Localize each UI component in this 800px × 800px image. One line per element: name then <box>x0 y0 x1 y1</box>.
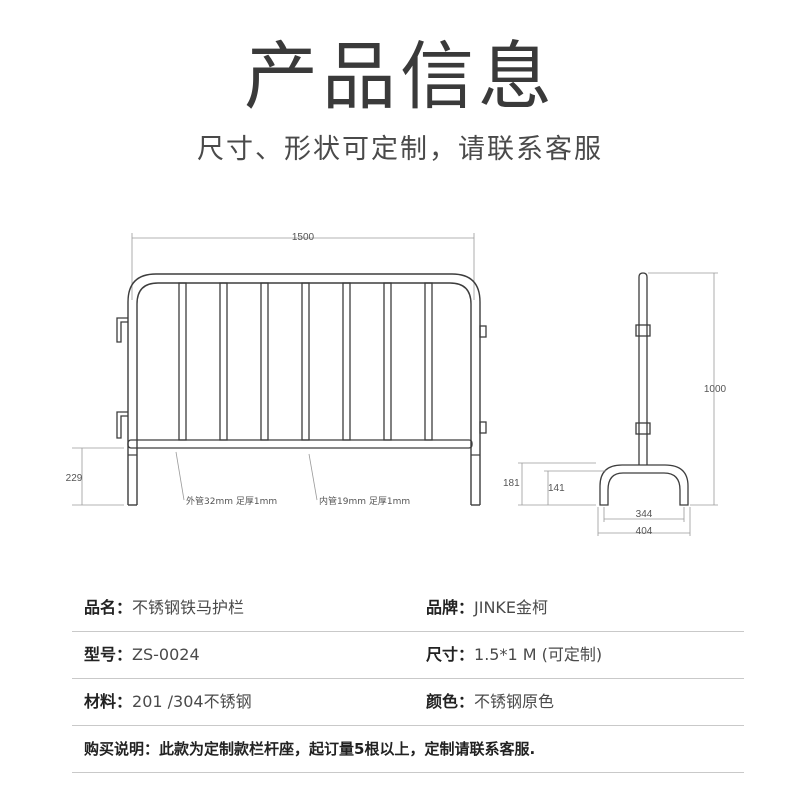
leg-height-label: 229 <box>66 473 83 484</box>
purchase-note: 购买说明：此款为定制款栏杆座，起订量5根以上，定制请联系客服. <box>72 726 744 773</box>
inner-base-height-label: 141 <box>548 483 565 494</box>
base-height-label: 181 <box>503 478 520 489</box>
outer-tube-note: 外管32mm 足厚1mm <box>186 495 277 507</box>
spec-label-brand: 品牌： <box>426 598 475 617</box>
spec-label-size: 尺寸： <box>426 645 475 664</box>
spec-table: 品名：不锈钢铁马护栏 品牌：JINKE金柯 型号：ZS-0024 尺寸：1.5*… <box>72 585 744 773</box>
side-height-dimension <box>648 272 718 506</box>
inner-bars <box>178 282 433 441</box>
base-width-label: 404 <box>636 526 653 537</box>
spec-label-color: 颜色： <box>426 692 475 711</box>
side-base <box>599 464 689 506</box>
spec-value-model: ZS-0024 <box>132 645 200 664</box>
spec-row: 品名：不锈钢铁马护栏 品牌：JINKE金柯 <box>72 585 744 632</box>
spec-value-brand: JINKE金柯 <box>474 598 549 617</box>
spec-row: 型号：ZS-0024 尺寸：1.5*1 M (可定制) <box>72 632 744 679</box>
inner-base-width-label: 344 <box>636 509 653 520</box>
side-height-label: 1000 <box>704 384 727 395</box>
front-view: 1500 <box>66 232 487 507</box>
spec-value-color: 不锈钢原色 <box>474 692 555 711</box>
spec-label-material: 材料： <box>84 692 133 711</box>
inner-tube-note: 内管19mm 足厚1mm <box>319 495 410 507</box>
spec-value-material: 201 /304不锈钢 <box>132 692 252 711</box>
bottom-rail <box>127 439 473 449</box>
leg-height-dimension <box>72 447 124 506</box>
base-width-dimension <box>597 507 691 536</box>
side-view: 1000 181 141 344 <box>503 272 727 537</box>
left-hooks <box>116 317 128 439</box>
outer-frame <box>127 273 481 506</box>
spec-label-name: 品名： <box>84 598 133 617</box>
spec-value-size: 1.5*1 M (可定制) <box>474 645 603 664</box>
right-clips <box>479 325 487 434</box>
page-title: 产品信息 <box>244 34 556 120</box>
base-height-dimension <box>518 462 606 506</box>
front-width-dimension <box>131 233 475 300</box>
page-subtitle: 尺寸、形状可定制，请联系客服 <box>197 134 603 165</box>
spec-row: 材料：201 /304不锈钢 颜色：不锈钢原色 <box>72 679 744 726</box>
spec-value-name: 不锈钢铁马护栏 <box>132 598 245 617</box>
spec-label-model: 型号： <box>84 645 133 664</box>
side-post <box>635 272 651 465</box>
front-width-label: 1500 <box>292 232 315 243</box>
